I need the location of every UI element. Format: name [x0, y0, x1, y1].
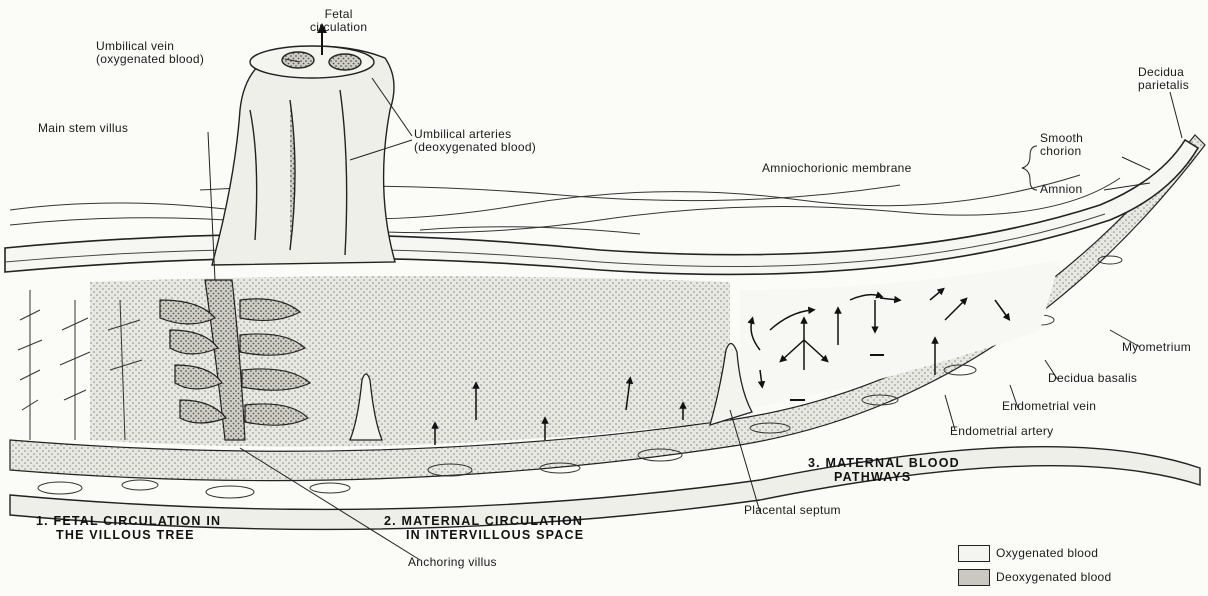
caption-maternal-line2: IN INTERVILLOUS SPACE [384, 528, 584, 542]
caption-maternal-circulation: 2. MATERNAL CIRCULATION IN INTERVILLOUS … [384, 514, 584, 542]
main-stem-villus-label: Main stem villus [38, 122, 128, 135]
legend-deoxygenated: Deoxygenated blood [958, 569, 1112, 586]
caption-fetal-line2: THE VILLOUS TREE [36, 528, 221, 542]
fetal-circulation-label: Fetal circulation [310, 8, 367, 34]
decidua-parietalis-line2: parietalis [1138, 79, 1189, 92]
caption-fetal-line1: 1. FETAL CIRCULATION IN [36, 514, 221, 528]
smooth-chorion-label: Smooth chorion [1040, 132, 1083, 158]
chorionic-plate [5, 140, 1198, 274]
amnion-label: Amnion [1040, 183, 1083, 196]
legend-oxygenated-label: Oxygenated blood [996, 547, 1098, 560]
amniochorionic-membrane-label: Amniochorionic membrane [762, 162, 912, 175]
caption-fetal-circulation: 1. FETAL CIRCULATION IN THE VILLOUS TREE [36, 514, 221, 542]
endometrial-artery-label: Endometrial artery [950, 425, 1053, 438]
anchoring-villus-label: Anchoring villus [408, 556, 497, 569]
endometrial-vein-label: Endometrial vein [1002, 400, 1096, 413]
umbilical-arteries-line2: (deoxygenated blood) [414, 141, 536, 154]
legend-deoxygenated-label: Deoxygenated blood [996, 571, 1112, 584]
caption-pathways-line1: 3. MATERNAL BLOOD [808, 456, 960, 470]
fetal-circulation-line2: circulation [310, 21, 367, 34]
caption-maternal-line1: 2. MATERNAL CIRCULATION [384, 514, 584, 528]
umbilical-vein-line2: (oxygenated blood) [96, 53, 204, 66]
umbilical-cord [212, 46, 395, 265]
decidua-basalis-label: Decidua basalis [1048, 372, 1137, 385]
decidua-parietalis-label: Decidua parietalis [1138, 66, 1189, 92]
placental-septum-label: Placental septum [744, 504, 841, 517]
myometrium-label: Myometrium [1122, 341, 1191, 354]
legend-deoxygenated-swatch [958, 569, 990, 586]
legend-oxygenated: Oxygenated blood [958, 545, 1098, 562]
legend-oxygenated-swatch [958, 545, 990, 562]
caption-maternal-pathways: 3. MATERNAL BLOOD PATHWAYS [808, 456, 960, 484]
umbilical-vein-label: Umbilical vein (oxygenated blood) [96, 40, 204, 66]
smooth-chorion-line2: chorion [1040, 145, 1083, 158]
caption-pathways-line2: PATHWAYS [808, 470, 960, 484]
umbilical-arteries-label: Umbilical arteries (deoxygenated blood) [414, 128, 536, 154]
